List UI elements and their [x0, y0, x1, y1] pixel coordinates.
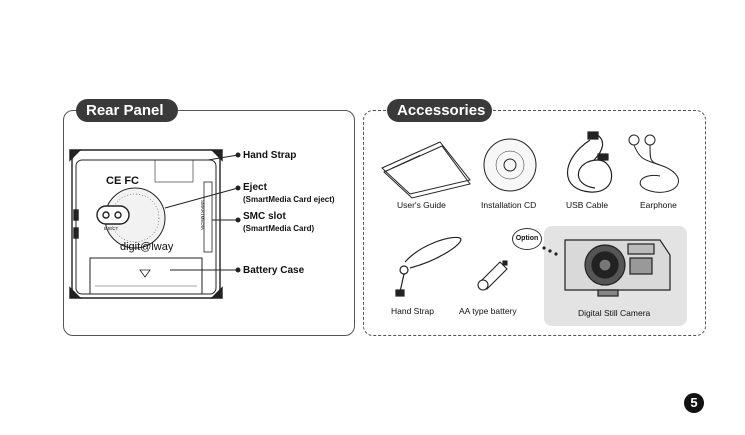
usb-cable-illustration [566, 131, 613, 193]
hand-strap-illustration [395, 236, 462, 297]
rear-panel-title: Rear Panel [76, 99, 178, 122]
label-digital-camera: Digital Still Camera [578, 308, 651, 318]
label-installation-cd: Installation CD [481, 200, 537, 210]
installation-cd-illustration [483, 138, 537, 192]
callout-battery-case: Battery Case [243, 265, 305, 276]
rear-panel-box [63, 110, 355, 336]
option-badge: Option [512, 228, 542, 250]
label-usb-cable: USB Cable [566, 200, 609, 210]
accessories-box [363, 110, 706, 336]
aa-battery-illustration [477, 260, 508, 291]
device-rear-illustration [69, 149, 223, 299]
label-users-guide: User's Guide [397, 200, 446, 210]
users-guide-illustration [381, 141, 471, 199]
callout-smc-title: SMC slot [243, 211, 286, 222]
device-brand: digit@lway [120, 241, 174, 253]
label-aa-battery: AA type battery [459, 306, 517, 316]
callout-eject-sub: (SmartMedia Card eject) [243, 195, 335, 204]
device-eject-label: EJECT [104, 226, 119, 231]
callout-eject-title: Eject [243, 182, 267, 193]
option-dots [542, 246, 558, 256]
earphone-illustration [628, 134, 679, 193]
callout-hand-strap: Hand Strap [243, 150, 297, 161]
label-hand-strap: Hand Strap [391, 306, 434, 316]
accessories-title: Accessories [387, 99, 492, 122]
rear-leader-lines [164, 152, 241, 273]
callout-smc-sub: (SmartMedia Card) [243, 224, 315, 233]
device-fc-mark: CE FC [106, 175, 139, 187]
device-side-label: SMARTMEDIA [200, 200, 205, 230]
page-number: 5 [684, 393, 704, 413]
digital-camera-illustration [564, 239, 671, 297]
label-earphone: Earphone [640, 200, 677, 210]
